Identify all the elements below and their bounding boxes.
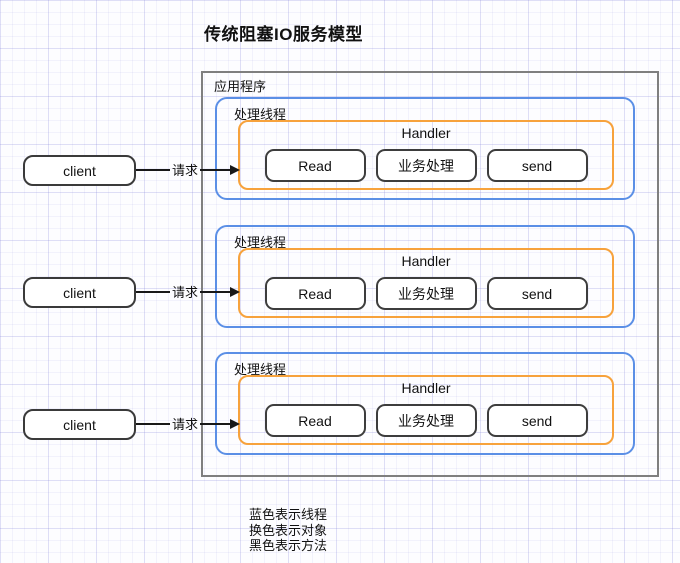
handler-box-2: Handler Read 业务处理 send: [238, 248, 614, 318]
method-row: Read 业务处理 send: [240, 149, 612, 182]
method-read: Read: [264, 404, 366, 437]
request-arrow-3: 请求: [136, 415, 240, 433]
thread-label: 处理线程: [234, 362, 287, 377]
arrow-line: [200, 291, 230, 293]
method-business: 业务处理: [375, 404, 477, 437]
arrowhead-icon: [230, 287, 240, 297]
arrow-line: [200, 423, 230, 425]
thread-label: 处理线程: [234, 107, 287, 122]
method-row: Read 业务处理 send: [240, 277, 612, 310]
client-box-3: client: [23, 409, 136, 440]
legend-line-blue: 蓝色表示线程: [249, 507, 328, 522]
handler-label: Handler: [401, 253, 451, 269]
handler-label: Handler: [401, 125, 451, 141]
legend-line-orange: 换色表示对象: [249, 522, 328, 538]
request-arrow-2: 请求: [136, 283, 240, 301]
arrowhead-icon: [230, 165, 240, 175]
client-box-1: client: [23, 155, 136, 186]
method-send: send: [486, 277, 588, 310]
request-arrow-1: 请求: [136, 161, 240, 179]
application-box: 应用程序: [201, 71, 659, 477]
method-send: send: [486, 149, 588, 182]
method-read: Read: [264, 149, 366, 182]
method-row: Read 业务处理 send: [240, 404, 612, 437]
arrow-line: [136, 291, 170, 293]
method-read: Read: [264, 277, 366, 310]
diagram-title: 传统阻塞IO服务模型: [204, 25, 363, 44]
thread-box-1: 处理线程 Handler Read 业务处理 send: [215, 97, 635, 200]
handler-label: Handler: [401, 380, 451, 396]
request-label: 请求: [172, 284, 199, 300]
method-business: 业务处理: [375, 149, 477, 182]
client-box-2: client: [23, 277, 136, 308]
arrow-line: [136, 423, 170, 425]
handler-box-3: Handler Read 业务处理 send: [238, 375, 614, 445]
handler-box-1: Handler Read 业务处理 send: [238, 120, 614, 190]
request-label: 请求: [172, 416, 199, 432]
legend-line-black: 黑色表示方法: [249, 538, 328, 553]
method-send: send: [486, 404, 588, 437]
request-label: 请求: [172, 162, 199, 178]
method-business: 业务处理: [375, 277, 477, 310]
arrow-line: [136, 169, 170, 171]
thread-box-2: 处理线程 Handler Read 业务处理 send: [215, 225, 635, 328]
arrow-line: [200, 169, 230, 171]
thread-label: 处理线程: [234, 235, 287, 250]
thread-box-3: 处理线程 Handler Read 业务处理 send: [215, 352, 635, 455]
application-label: 应用程序: [214, 79, 267, 94]
arrowhead-icon: [230, 419, 240, 429]
legend: 蓝色表示线程 换色表示对象 黑色表示方法: [249, 507, 327, 554]
